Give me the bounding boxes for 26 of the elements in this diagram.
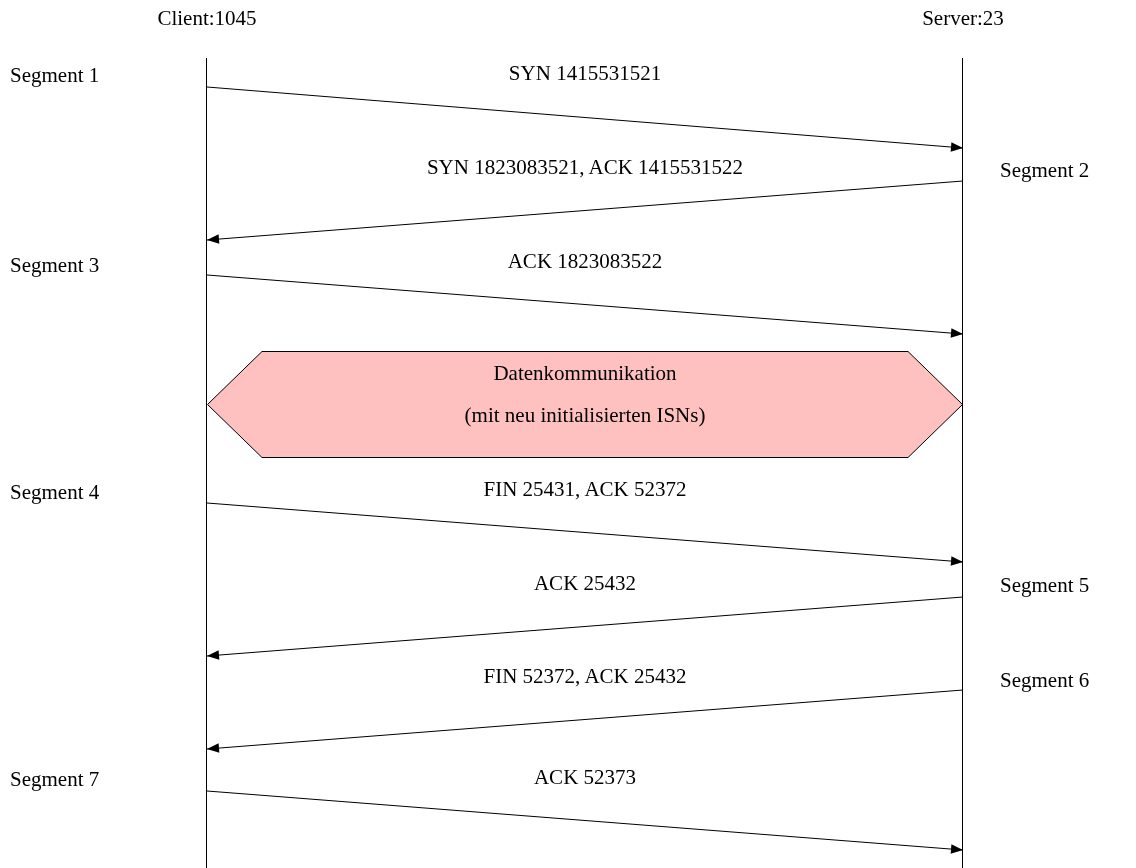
- edge-label: ACK 1823083522: [507, 249, 663, 274]
- segment-label: Segment 7: [10, 767, 100, 792]
- segment-label: Segment 2: [1000, 158, 1090, 183]
- hexagon-band: [207, 351, 963, 458]
- segment-label: Segment 3: [10, 253, 100, 278]
- edge-label: ACK 25432: [533, 571, 637, 596]
- segment-label: Segment 1: [10, 63, 100, 88]
- arrow: [206, 596, 964, 660]
- arrow: [206, 502, 964, 566]
- band-heading: Datenkommunikation: [492, 361, 678, 386]
- arrow: [206, 689, 964, 753]
- arrow: [206, 180, 964, 244]
- edge-label: FIN 25431, ACK 52372: [483, 477, 687, 502]
- segment-label: Segment 6: [1000, 668, 1090, 693]
- edge-label: SYN 1823083521, ACK 1415531522: [426, 155, 744, 180]
- segment-label: Segment 5: [1000, 573, 1090, 598]
- band-text: (mit neu initialisierten ISNs): [463, 403, 707, 428]
- edge-label: SYN 1415531521: [508, 61, 662, 86]
- edge-label: FIN 52372, ACK 25432: [483, 664, 687, 689]
- segment-label: Segment 4: [10, 480, 100, 505]
- edge-label: ACK 52373: [533, 765, 637, 790]
- arrow: [206, 86, 964, 152]
- lifeline-label: Client:1045: [156, 6, 258, 31]
- lifeline-label: Server:23: [921, 6, 1005, 31]
- arrow: [206, 274, 964, 338]
- arrow: [206, 790, 964, 854]
